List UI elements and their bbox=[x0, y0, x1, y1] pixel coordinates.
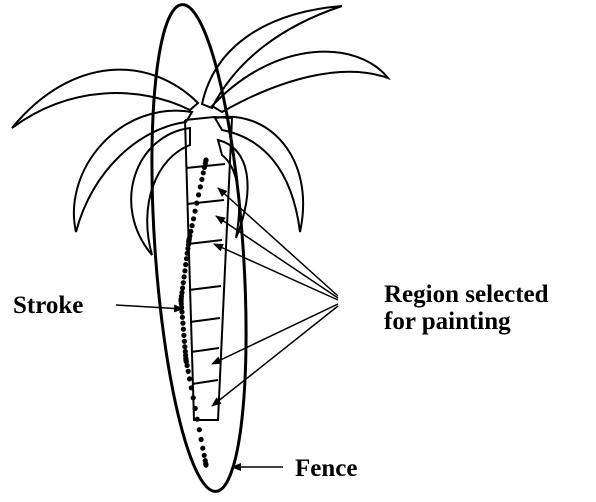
stroke-dot bbox=[183, 262, 188, 267]
stroke-dot bbox=[182, 344, 187, 349]
stroke-dot bbox=[199, 437, 204, 442]
region-label-line1: Region selected bbox=[384, 281, 549, 308]
fence-label: Fence bbox=[295, 455, 357, 482]
stroke-arrow bbox=[116, 305, 183, 309]
stroke-dot bbox=[186, 369, 191, 374]
stroke-dot bbox=[181, 327, 186, 332]
stroke-dot bbox=[191, 216, 196, 221]
stroke-dot bbox=[188, 229, 193, 234]
stroke-dot bbox=[182, 268, 187, 273]
region-arrow bbox=[212, 306, 338, 406]
trunk-segment bbox=[190, 318, 220, 322]
stroke-dot bbox=[190, 223, 195, 228]
region-arrow bbox=[216, 216, 338, 298]
trunk-segment bbox=[187, 200, 224, 204]
stroke-dot bbox=[187, 376, 192, 381]
stroke-dot bbox=[182, 339, 187, 344]
region-arrow bbox=[212, 304, 338, 364]
stroke-dot bbox=[180, 285, 185, 290]
stroke-dot bbox=[185, 363, 190, 368]
stroke-dot bbox=[200, 446, 205, 451]
stroke-label: Stroke bbox=[13, 292, 83, 319]
frond-left-outer bbox=[12, 70, 198, 128]
trunk-segment bbox=[191, 348, 219, 352]
frond-left-inner bbox=[131, 128, 190, 255]
stroke-dot bbox=[182, 274, 187, 279]
stroke-dot bbox=[202, 453, 207, 458]
stroke-dot bbox=[195, 417, 200, 422]
region-arrow bbox=[214, 244, 338, 300]
stroke-dot bbox=[181, 280, 186, 285]
stroke-dot bbox=[201, 170, 206, 175]
stroke-dot bbox=[179, 309, 184, 314]
stroke-dot bbox=[193, 406, 198, 411]
stroke-dot bbox=[180, 321, 185, 326]
trunk-segment bbox=[189, 286, 221, 290]
stroke-dot bbox=[196, 192, 201, 197]
stroke-dot bbox=[194, 201, 199, 206]
stroke-dot bbox=[180, 315, 185, 320]
region-arrow bbox=[218, 188, 338, 296]
stroke-dot bbox=[202, 165, 207, 170]
stroke-dot bbox=[185, 246, 190, 251]
stroke-dot bbox=[198, 184, 203, 189]
frond-right-outer bbox=[212, 52, 388, 112]
stroke-dot bbox=[203, 462, 208, 467]
trunk-outline bbox=[185, 117, 232, 420]
stroke-dot bbox=[193, 209, 198, 214]
stroke-dot bbox=[191, 395, 196, 400]
palm-fronds bbox=[12, 6, 388, 255]
stroke-dot bbox=[197, 427, 202, 432]
stroke-dot bbox=[199, 177, 204, 182]
palm-trunk bbox=[185, 117, 232, 420]
stroke-dot bbox=[185, 251, 190, 256]
stroke-dot bbox=[184, 256, 189, 261]
trunk-segment bbox=[192, 380, 218, 384]
region-label-line2: for painting bbox=[384, 308, 511, 335]
stroke-dot bbox=[181, 333, 186, 338]
trunk-segment bbox=[188, 240, 222, 244]
stroke-dot bbox=[189, 385, 194, 390]
